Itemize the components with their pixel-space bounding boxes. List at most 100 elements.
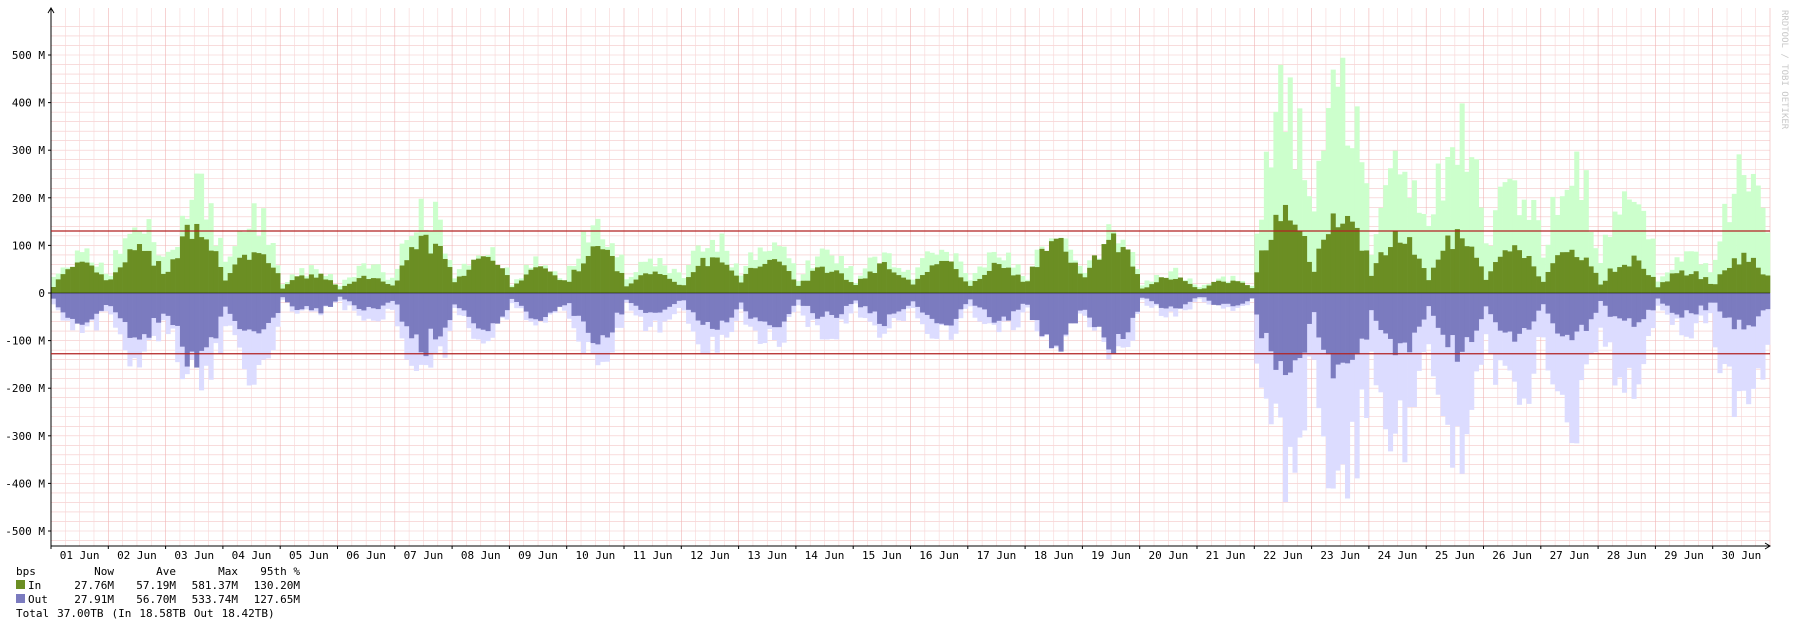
in-average-bar <box>1435 259 1441 293</box>
x-tick-label: 18 Jun <box>1034 549 1074 560</box>
in-average-bar <box>227 273 233 293</box>
out-average-bar <box>915 293 921 307</box>
in-average-bar <box>113 272 119 293</box>
in-average-bar <box>1316 248 1322 293</box>
legend-header-now: Now <box>94 565 114 578</box>
in-average-bar <box>1187 283 1193 293</box>
in-average-bar <box>1020 281 1026 293</box>
out-average-bar <box>1373 293 1379 321</box>
in-average-bar <box>1736 264 1742 293</box>
out-average-bar <box>609 293 615 333</box>
out-average-bar <box>461 293 467 311</box>
y-tick-label: -400 M <box>5 477 45 490</box>
out-average-bar <box>1244 293 1250 302</box>
in-average-bar <box>624 286 630 293</box>
in-average-bar <box>733 275 739 293</box>
out-peak-bar <box>218 293 224 355</box>
in-average-bar <box>1115 252 1121 293</box>
in-peak-bar <box>218 237 224 293</box>
out-average-bar <box>51 293 57 299</box>
out-average-bar <box>600 293 606 336</box>
in-average-bar <box>270 267 276 293</box>
out-average-bar <box>614 293 620 313</box>
in-peak-bar <box>1416 212 1422 293</box>
y-tick-label: -300 M <box>5 430 45 443</box>
legend-swatch-in <box>16 580 25 589</box>
in-peak-bar <box>1435 163 1441 293</box>
out-peak-bar <box>566 293 572 319</box>
in-peak-bar <box>1469 157 1475 293</box>
in-average-bar <box>657 274 663 293</box>
in-average-bar <box>1507 251 1513 293</box>
legend-label-out: Out <box>28 593 48 606</box>
out-average-bar <box>1669 293 1675 313</box>
legend-row-in: In 27.76M 57.19M 581.37M 130.20M <box>16 579 300 593</box>
out-average-bar <box>719 293 725 321</box>
out-peak-bar <box>1378 293 1384 393</box>
out-peak-bar <box>1388 293 1394 452</box>
legend-total-out-text: Out <box>193 607 214 620</box>
in-peak-bar <box>1593 248 1599 293</box>
out-peak-bar <box>1359 293 1365 390</box>
out-peak-bar <box>1440 293 1446 416</box>
out-average-bar <box>1435 293 1441 328</box>
in-average-bar <box>1230 280 1236 293</box>
in-average-bar <box>1746 261 1752 293</box>
out-average-bar <box>1287 293 1293 373</box>
in-average-bar <box>643 273 649 293</box>
out-average-bar <box>361 293 367 311</box>
in-peak-bar <box>1750 173 1756 293</box>
in-peak-bar <box>1497 186 1503 293</box>
in-average-bar <box>571 269 577 293</box>
in-average-bar <box>1125 249 1131 293</box>
in-average-bar <box>485 256 491 293</box>
out-peak-bar <box>1555 293 1561 392</box>
out-peak-bar <box>1330 293 1336 489</box>
out-average-bar <box>294 293 300 311</box>
in-average-bar <box>1254 272 1260 293</box>
in-average-bar <box>862 278 868 293</box>
in-average-bar <box>108 279 114 293</box>
out-average-bar <box>1731 293 1737 330</box>
in-average-bar <box>1621 264 1628 293</box>
in-average-bar <box>1239 282 1246 293</box>
out-average-bar <box>485 293 491 332</box>
out-average-bar <box>905 293 911 306</box>
in-peak-bar <box>1397 174 1403 293</box>
out-average-bar <box>1440 293 1446 335</box>
in-peak-bar <box>805 260 811 293</box>
in-peak-bar <box>1359 162 1365 293</box>
out-average-bar <box>380 293 386 306</box>
legend-header: bps Now Ave Max 95th % <box>16 565 300 579</box>
out-peak-bar <box>1550 293 1556 385</box>
in-peak-bar <box>1579 200 1585 293</box>
out-average-bar <box>566 293 572 304</box>
in-average-bar <box>1493 262 1499 293</box>
in-peak-bar <box>1311 211 1317 293</box>
out-average-bar <box>1349 293 1355 360</box>
out-average-bar <box>74 293 80 324</box>
legend-header-ave: Ave <box>156 565 176 578</box>
in-peak-bar <box>1483 243 1489 293</box>
in-average-bar <box>514 283 520 293</box>
in-average-bar <box>628 283 634 293</box>
out-average-bar <box>1707 293 1713 303</box>
in-average-bar <box>1636 260 1642 293</box>
in-average-bar <box>1006 267 1012 293</box>
in-average-bar <box>308 274 314 293</box>
out-average-bar <box>1416 293 1422 327</box>
in-peak-bar <box>1430 214 1437 293</box>
out-average-bar <box>986 293 992 318</box>
in-average-bar <box>1077 273 1083 293</box>
out-average-bar <box>394 293 400 305</box>
in-average-bar <box>351 281 357 293</box>
out-average-bar <box>1077 293 1083 311</box>
out-average-bar <box>1268 293 1274 352</box>
out-peak-bar <box>1364 293 1370 419</box>
out-average-bar <box>375 293 381 310</box>
in-average-bar <box>1268 239 1274 293</box>
in-average-bar <box>1536 276 1542 293</box>
in-average-bar <box>662 275 668 293</box>
in-average-bar <box>1154 282 1160 293</box>
out-peak-bar <box>829 293 835 339</box>
